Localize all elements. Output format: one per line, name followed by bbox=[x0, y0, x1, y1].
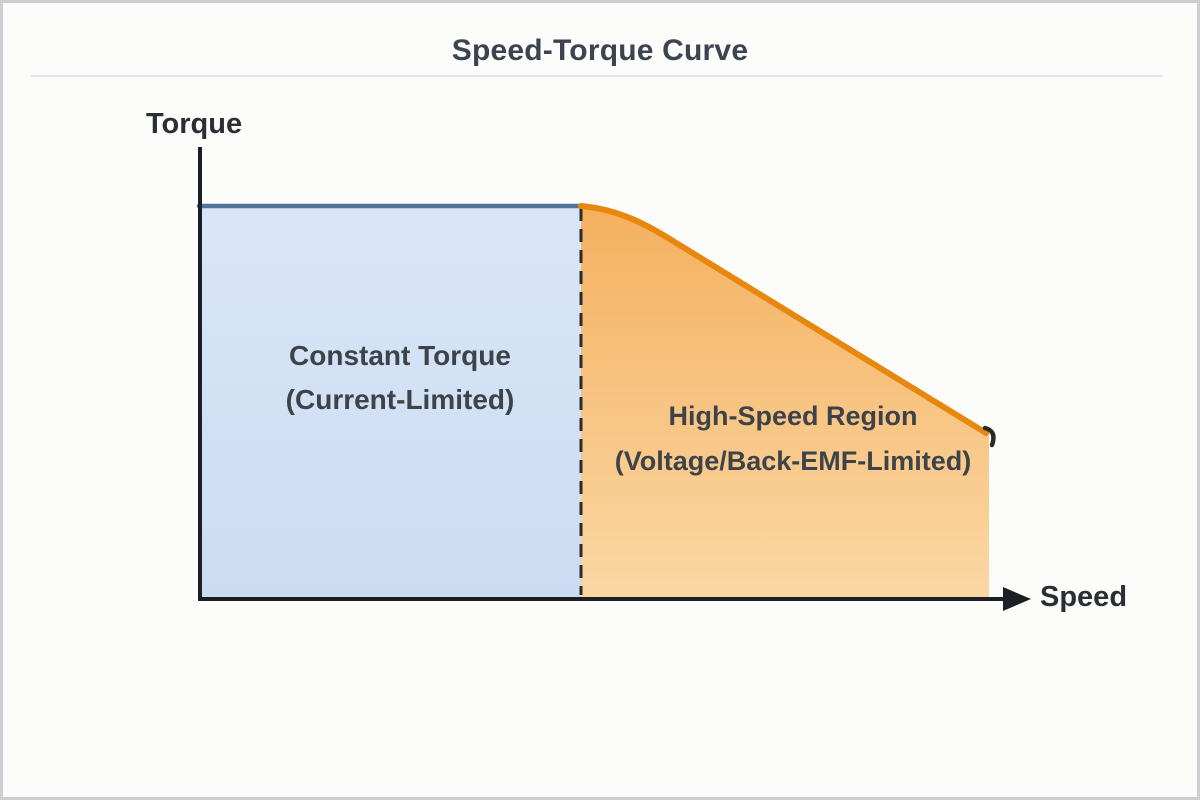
high-speed-label: High-Speed Region (Voltage/Back-EMF-Limi… bbox=[563, 394, 1023, 484]
constant-torque-label-line1: Constant Torque bbox=[289, 340, 511, 371]
constant-torque-label: Constant Torque (Current-Limited) bbox=[250, 334, 550, 422]
y-axis-label: Torque bbox=[146, 108, 243, 140]
page-title: Speed-Torque Curve bbox=[451, 34, 749, 67]
x-axis-label: Speed bbox=[1040, 581, 1128, 613]
high-speed-label-line2: (Voltage/Back-EMF-Limited) bbox=[614, 446, 972, 476]
constant-torque-region bbox=[202, 208, 581, 597]
constant-torque-label-line2: (Current-Limited) bbox=[285, 384, 515, 415]
field-weakening-curve bbox=[578, 203, 989, 436]
x-axis-arrowhead-icon bbox=[1003, 587, 1031, 611]
title-divider bbox=[31, 75, 1163, 77]
curve-end-tick bbox=[982, 425, 996, 448]
high-speed-region bbox=[581, 208, 989, 597]
high-speed-label-line1: High-Speed Region bbox=[668, 401, 918, 431]
speed-torque-plot bbox=[196, 147, 1031, 611]
